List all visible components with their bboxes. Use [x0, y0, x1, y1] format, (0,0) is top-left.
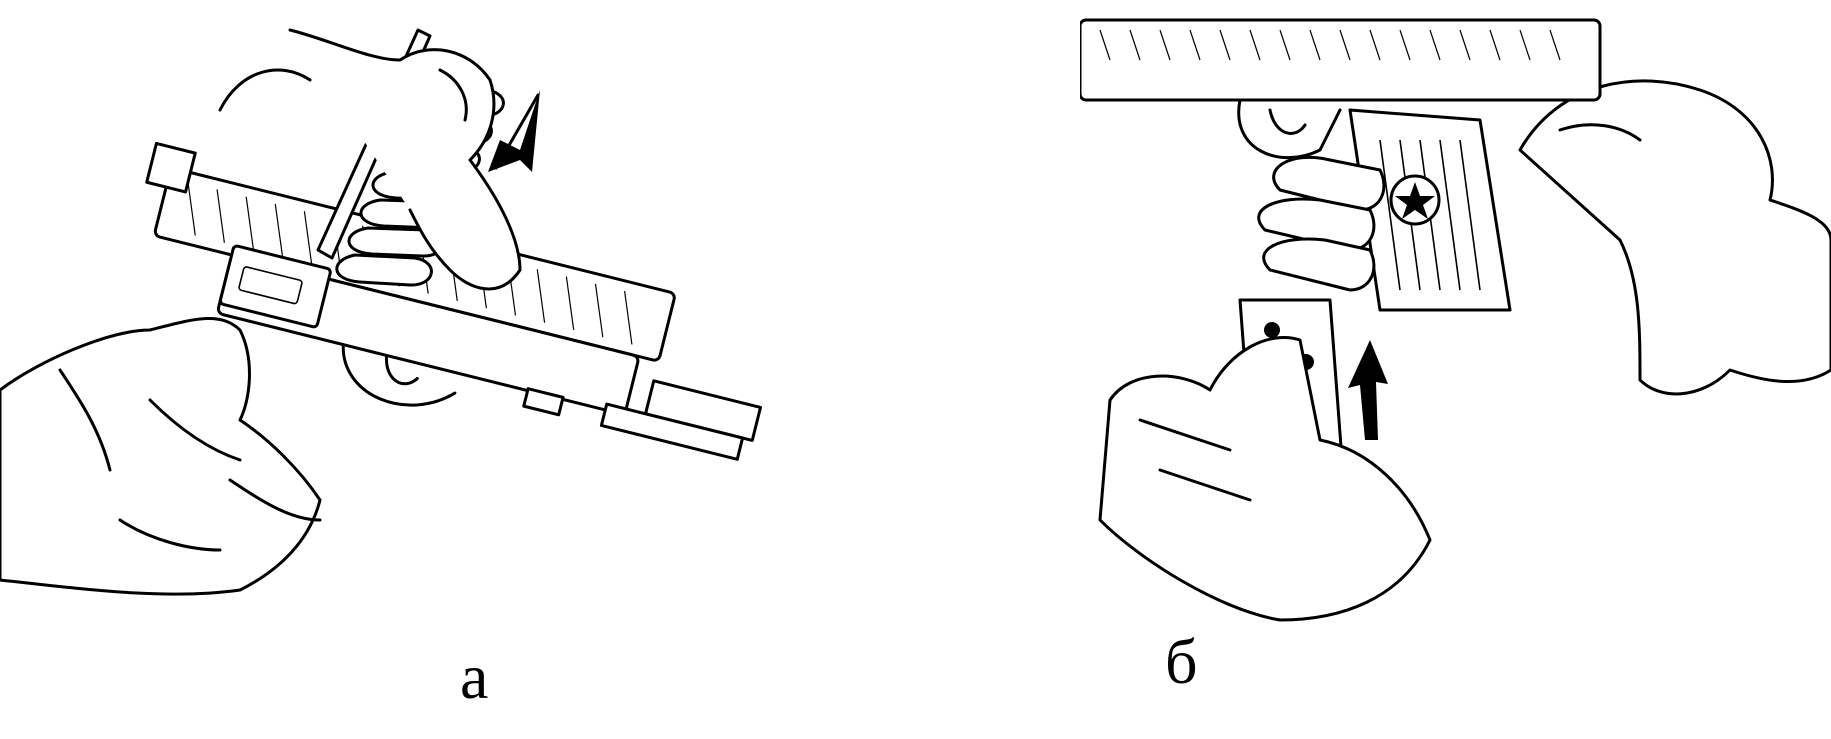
caption-b: б [1165, 626, 1198, 697]
magazine-insertion-drawing [1080, 18, 1831, 622]
slide-serrations-b [1099, 29, 1561, 61]
pistol-b [1080, 18, 1602, 312]
upper-hand-a [218, 28, 522, 291]
left-fingers-b [1257, 155, 1386, 292]
star-emblem-icon [1389, 174, 1441, 226]
stripper-clip-loading-drawing [0, 28, 762, 596]
lower-hand-a [0, 317, 322, 596]
panel-b-illustration: б [1080, 0, 1831, 739]
panel-a-illustration: а [0, 0, 900, 739]
arrow-up-icon [1348, 340, 1388, 440]
lower-hand-b [1098, 335, 1432, 622]
caption-a: а [460, 641, 489, 712]
arrow-down-left-icon [488, 90, 540, 172]
right-hand-b [1518, 79, 1831, 396]
